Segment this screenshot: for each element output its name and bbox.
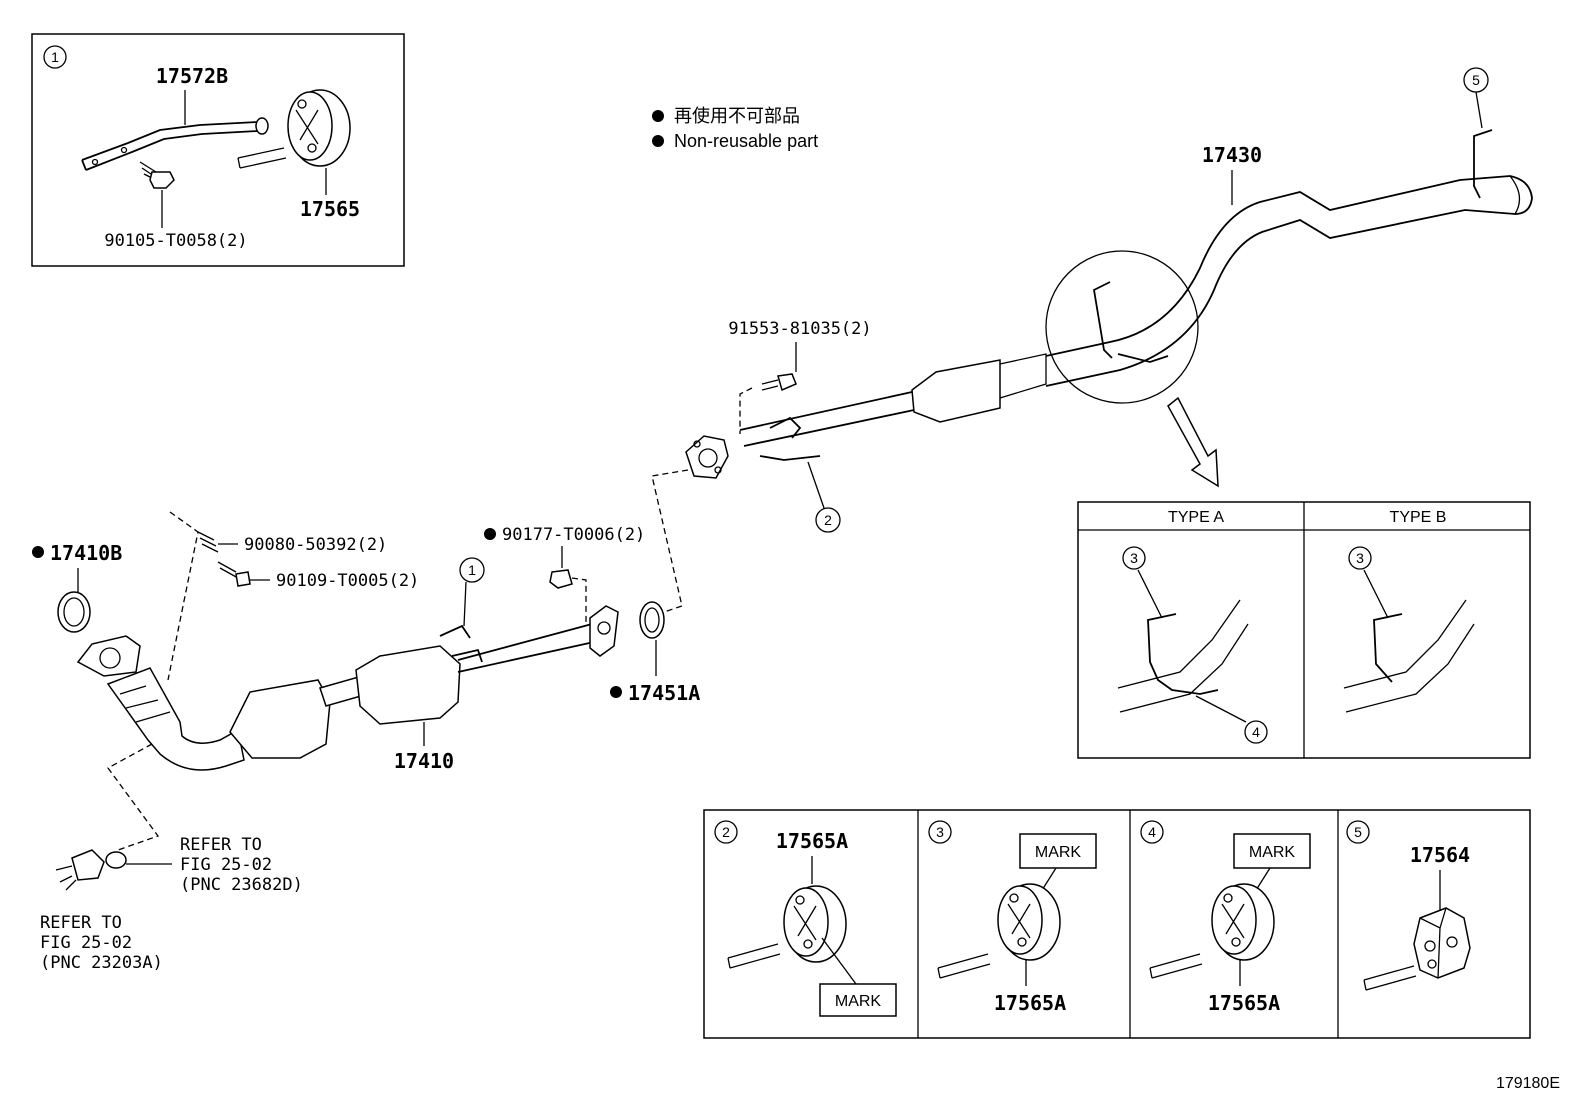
bottom-panels: 2 17565A MARK 3 MARK xyxy=(703,809,1531,1039)
panel-2-part[interactable]: 17565A xyxy=(776,829,848,853)
refer-2-line2[interactable]: FIG 25-02 xyxy=(40,933,132,953)
bolt-90105-T0058[interactable] xyxy=(139,161,175,189)
gasket-17410B[interactable] xyxy=(57,591,91,633)
type-b-header: TYPE B xyxy=(1390,509,1447,526)
part-17565-label[interactable]: 17565 xyxy=(300,197,360,221)
part-90109-T0005-label[interactable]: 90109-T0005(2) xyxy=(276,571,419,591)
part-17410B-label[interactable]: 17410B xyxy=(50,541,122,565)
stud-90080-50392[interactable] xyxy=(197,531,219,553)
panel-4-mark: MARK xyxy=(1249,844,1296,861)
panel-2-mark: MARK xyxy=(835,993,882,1010)
part-17430-label[interactable]: 17430 xyxy=(1202,143,1262,167)
callout-2: 2 xyxy=(824,512,832,528)
refer-1-line2[interactable]: FIG 25-02 xyxy=(180,855,272,875)
refer-2-line1: REFER TO xyxy=(40,913,122,933)
bolt-91553-81035[interactable] xyxy=(761,373,797,392)
panel-3-callout: 3 xyxy=(936,824,944,840)
rubber-hanger-17564[interactable] xyxy=(1413,907,1471,979)
panel-5: 5 17564 xyxy=(1346,820,1471,991)
type-a-header: TYPE A xyxy=(1168,509,1224,526)
panel-5-part[interactable]: 17564 xyxy=(1410,843,1470,867)
non-reusable-dot-icon xyxy=(652,135,664,147)
refer-2-line3: (PNC 23203A) xyxy=(40,953,163,973)
legend-jp: 再使用不可部品 xyxy=(674,106,800,126)
part-90080-50392-label[interactable]: 90080-50392(2) xyxy=(244,535,387,555)
panel-3-part[interactable]: 17565A xyxy=(994,991,1066,1015)
non-reusable-dot-icon xyxy=(652,110,664,122)
non-reusable-dot-icon xyxy=(610,686,622,698)
panel-4-part[interactable]: 17565A xyxy=(1208,991,1280,1015)
bracket-17572B[interactable] xyxy=(81,121,259,171)
non-reusable-dot-icon xyxy=(32,546,44,558)
panel-4-callout: 4 xyxy=(1148,824,1156,840)
inset-1: 1 17572B 90105-T0058(2) 17565 xyxy=(31,33,405,267)
gasket-17451A[interactable] xyxy=(639,601,665,639)
inset-1-callout: 1 xyxy=(51,49,59,65)
panel-4: 4 MARK 17565A xyxy=(1140,820,1311,1015)
part-90105-T0058-label[interactable]: 90105-T0058(2) xyxy=(104,231,247,251)
panel-2: 2 17565A MARK xyxy=(714,820,897,1017)
part-91553-81035-label[interactable]: 91553-81035(2) xyxy=(728,319,871,339)
rubber-hanger-17565A[interactable] xyxy=(783,885,847,963)
flange-front-pipe[interactable] xyxy=(685,435,729,479)
type-a-callout-4: 4 xyxy=(1252,724,1260,740)
part-17572B-label[interactable]: 17572B xyxy=(156,64,228,88)
callout-1: 1 xyxy=(468,562,476,578)
rubber-hanger-17565A[interactable] xyxy=(1211,883,1275,961)
type-b-callout-3: 3 xyxy=(1356,550,1364,566)
panel-5-callout: 5 xyxy=(1354,824,1362,840)
panel-3-mark: MARK xyxy=(1035,844,1082,861)
callout-5: 5 xyxy=(1472,72,1480,88)
part-17451A-label[interactable]: 17451A xyxy=(628,681,700,705)
hanger-rod-5[interactable] xyxy=(1473,129,1493,199)
front-exhaust-pipe-17410[interactable] xyxy=(76,605,619,771)
detail-arrow-icon xyxy=(1167,396,1219,488)
refer-1-line1: REFER TO xyxy=(180,835,262,855)
type-table: TYPE A TYPE B 3 4 3 xyxy=(1077,501,1531,759)
panel-2-callout: 2 xyxy=(722,824,730,840)
rubber-hanger-17565[interactable] xyxy=(287,89,351,167)
bolt-90109-T0005[interactable] xyxy=(217,561,251,587)
non-reusable-dot-icon xyxy=(484,528,496,540)
type-a-callout-3: 3 xyxy=(1130,550,1138,566)
oxygen-sensor[interactable] xyxy=(55,849,127,891)
legend-en: Non-reusable part xyxy=(674,131,818,151)
figure-id: 179180E xyxy=(1496,1075,1560,1092)
legend: 再使用不可部品 Non-reusable part xyxy=(652,106,818,151)
refer-1-line3: (PNC 23682D) xyxy=(180,875,303,895)
rubber-hanger-17565A[interactable] xyxy=(997,883,1061,961)
nut-90177-T0006[interactable] xyxy=(549,569,573,589)
tail-pipe-17430[interactable] xyxy=(739,175,1533,447)
part-90177-T0006-label[interactable]: 90177-T0006(2) xyxy=(502,525,645,545)
panel-3: 3 MARK 17565A xyxy=(928,820,1097,1015)
part-17410-label[interactable]: 17410 xyxy=(394,749,454,773)
detail-circle xyxy=(1045,250,1199,404)
